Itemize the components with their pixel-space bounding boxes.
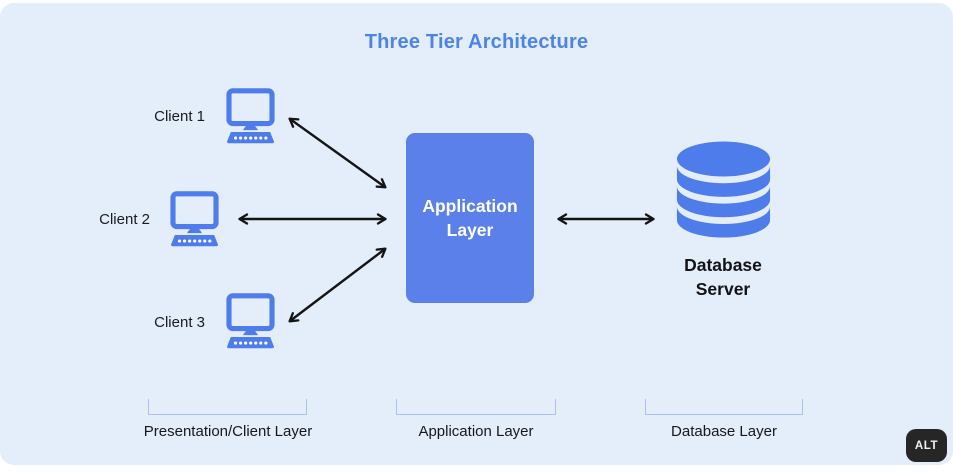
- database-layer-bracket: [645, 399, 803, 415]
- diagram-canvas: Three Tier Architecture Client 1 Client …: [0, 3, 953, 465]
- arrow-client1-app: [288, 117, 387, 189]
- client-1-computer-icon: [222, 88, 279, 146]
- application-layer-label: Application Layer: [418, 423, 534, 440]
- arrow-client3-app: [288, 247, 387, 323]
- database-server-label: Database Server: [684, 255, 762, 300]
- alt-badge[interactable]: ALT: [906, 429, 947, 462]
- client-1-label: Client 1: [154, 108, 205, 125]
- presentation-layer-label: Presentation/Client Layer: [143, 423, 313, 440]
- application-layer-box: Application Layer: [406, 133, 534, 303]
- client-3-computer-icon: [222, 293, 279, 351]
- database-icon: [675, 139, 772, 243]
- application-layer-box-label: Application Layer: [422, 195, 518, 241]
- database-layer-label: Database Layer: [671, 423, 777, 440]
- presentation-layer-bracket: [148, 399, 307, 415]
- client-2-computer-icon: [166, 191, 223, 249]
- client-2-label: Client 2: [99, 211, 150, 228]
- diagram-title: Three Tier Architecture: [364, 31, 589, 53]
- client-3-label: Client 3: [154, 314, 205, 331]
- application-layer-bracket: [396, 399, 556, 415]
